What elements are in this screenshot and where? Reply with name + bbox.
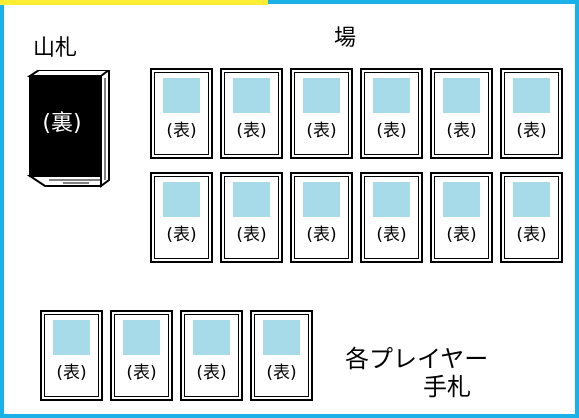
card-art [373, 78, 410, 113]
card-art [193, 320, 230, 355]
card-art [263, 320, 300, 355]
hand-label-line2: 手札 [423, 373, 471, 401]
title-tab-strip [0, 0, 268, 5]
card-face-label: (表) [446, 225, 477, 245]
card-art [233, 78, 270, 113]
deck-box-icon [27, 70, 111, 188]
field-card[interactable]: (表) [220, 68, 283, 159]
hand-label: 各プレイヤー 手札 [345, 345, 488, 401]
card-art [123, 320, 160, 355]
card-face-label: (表) [516, 225, 547, 245]
card-face-label: (表) [236, 121, 267, 141]
card-face-label: (表) [306, 225, 337, 245]
hand-card[interactable]: (表) [250, 310, 313, 401]
field-card[interactable]: (表) [290, 68, 353, 159]
field-card[interactable]: (表) [430, 172, 493, 263]
card-art [163, 78, 200, 113]
field-card[interactable]: (表) [150, 172, 213, 263]
field-label: 場 [334, 26, 357, 51]
card-face-label: (表) [516, 121, 547, 141]
card-face-label: (表) [56, 363, 87, 383]
field-card[interactable]: (表) [290, 172, 353, 263]
field-card[interactable]: (表) [150, 68, 213, 159]
field-card[interactable]: (表) [360, 172, 423, 263]
card-face-label: (表) [196, 363, 227, 383]
card-face-label: (表) [306, 121, 337, 141]
card-face-label: (表) [266, 363, 297, 383]
deck-card-text: (裏) [42, 111, 82, 136]
card-art [513, 182, 550, 217]
hand-card[interactable]: (表) [40, 310, 103, 401]
field-card[interactable]: (表) [500, 172, 563, 263]
hand-card[interactable]: (表) [110, 310, 173, 401]
card-art [303, 182, 340, 217]
deck-label: 山札 [33, 36, 78, 61]
deck-pile[interactable]: (裏) [27, 70, 113, 190]
card-face-label: (表) [376, 121, 407, 141]
field-card[interactable]: (表) [360, 68, 423, 159]
card-art [373, 182, 410, 217]
card-art [513, 78, 550, 113]
hand-card[interactable]: (表) [180, 310, 243, 401]
card-face-label: (表) [166, 225, 197, 245]
card-face-label: (表) [376, 225, 407, 245]
card-art [163, 182, 200, 217]
card-art [443, 78, 480, 113]
card-face-label: (表) [236, 225, 267, 245]
field-card[interactable]: (表) [220, 172, 283, 263]
card-face-label: (表) [446, 121, 477, 141]
field-card[interactable]: (表) [500, 68, 563, 159]
card-art [53, 320, 90, 355]
card-art [443, 182, 480, 217]
card-face-label: (表) [166, 121, 197, 141]
card-art [303, 78, 340, 113]
card-face-label: (表) [126, 363, 157, 383]
hand-label-line1: 各プレイヤー [345, 345, 489, 373]
field-card[interactable]: (表) [430, 68, 493, 159]
card-art [233, 182, 270, 217]
